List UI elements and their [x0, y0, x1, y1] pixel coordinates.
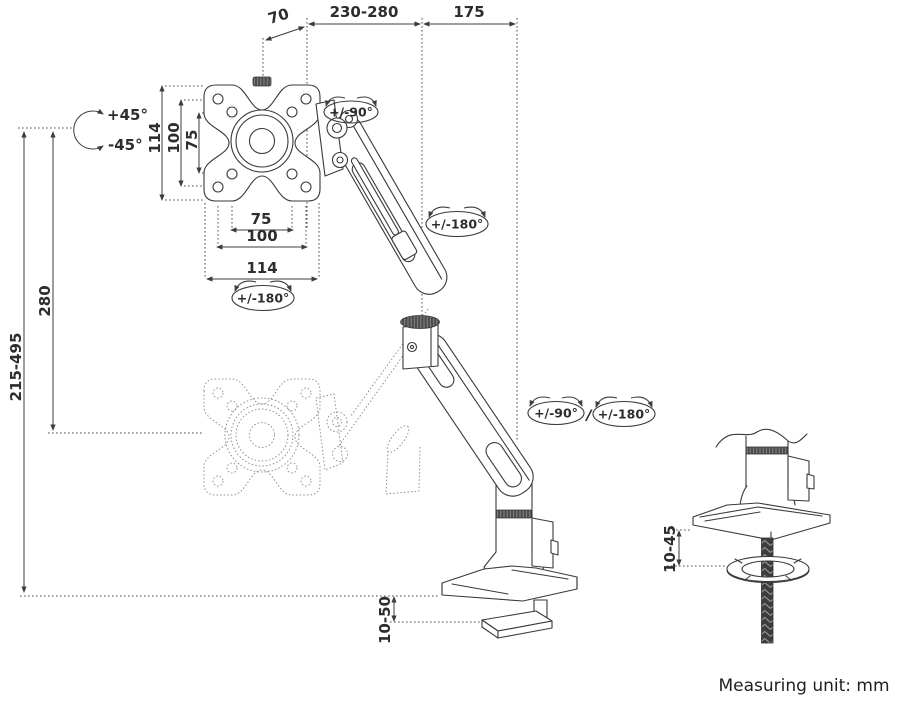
head-swivel-arrow-right [356, 96, 377, 107]
head-swivel-label: +/-90° [323, 96, 379, 124]
link-screw-center [409, 344, 415, 350]
pole-bracket-tab [550, 539, 559, 556]
upper-arm [328, 115, 448, 295]
base-rotation-text: +/-180° [598, 407, 651, 422]
dim-height-range: 215-495 [7, 333, 25, 402]
clamp-base-top [441, 565, 578, 602]
left-dimension-group: 215-495 280 +45° -45° [7, 106, 440, 597]
vesa-rotation-label: +/-180° [231, 280, 295, 312]
monitor-arm-assembly [203, 76, 578, 639]
dim-desk-clamp-range: 10-50 [376, 596, 394, 644]
ghost-pivot-lower [332, 446, 348, 462]
base-rotation-arrow-left [595, 396, 618, 408]
dim-vesa-plate-height: 114 [146, 122, 164, 153]
dim-lift-range: 280 [36, 285, 54, 316]
vesa-plate [203, 84, 321, 202]
base-swivel-text: +/-90° [534, 406, 578, 421]
ghost-link [385, 446, 421, 495]
gas-spring-adjuster [391, 230, 418, 260]
ghost-pivot-upper-hole [332, 417, 342, 427]
head-swivel-text: +/-90° [329, 105, 373, 120]
rotation-separator: / [585, 406, 594, 425]
head-pivot-main-hole [331, 122, 343, 134]
detail-side-bracket [787, 455, 810, 502]
dim-vesa-plate-width: 114 [246, 259, 277, 277]
dim-vesa-hole-width-75: 75 [251, 210, 272, 228]
vesa-rotation-text: +/-180° [237, 291, 290, 306]
elbow-rotation-arrow-right [463, 206, 486, 218]
pole-break-line [715, 428, 808, 448]
vesa-rotation-ellipse [231, 284, 295, 312]
detail-base-top [692, 502, 831, 541]
ghost-vesa-plate [203, 378, 321, 496]
clamp-foot-side [497, 620, 553, 639]
dim-rear-offset: 175 [453, 3, 484, 21]
dim-line-head-offset [265, 26, 305, 41]
ghost-knurl-ring [386, 425, 410, 453]
ghost-boss-ring [224, 397, 300, 473]
upper-arm-edge-line [349, 119, 443, 280]
detail-bracket-tab [806, 473, 815, 490]
dim-vesa-hole-height-75: 75 [183, 130, 201, 151]
elbow-knurl-ring [400, 315, 440, 329]
hand-wheel-rim [726, 558, 810, 584]
vesa-top-clip [252, 76, 272, 87]
head-swivel-arrow-left [325, 96, 346, 107]
elbow-rotation-ellipse [425, 210, 489, 238]
head-swivel-ellipse [323, 100, 379, 124]
head-pivot-lower-hole [336, 156, 344, 164]
base-swivel-arrow-right [561, 396, 583, 407]
vesa-rotation-arrow-left [234, 280, 257, 292]
dim-vesa-hole-width-100: 100 [246, 227, 277, 245]
desk-clamp-dimension: 10-50 [376, 596, 481, 644]
elbow-rotation-text: +/-180° [431, 217, 484, 232]
lower-arm-edge-line [432, 337, 530, 481]
tilt-up-label: +45° [107, 106, 148, 124]
dim-vesa-hole-height-100: 100 [165, 122, 183, 153]
elbow-rotation-label: +/-180° [425, 206, 489, 238]
base-rotation-ellipse [592, 400, 656, 428]
ghost-lowered-position [203, 308, 429, 496]
measuring-unit-note: Measuring unit: mm [718, 676, 889, 696]
grommet-mount-detail: 10-45 [661, 428, 831, 644]
base-swivel-arrow-left [529, 396, 551, 407]
vesa-dimension-group: 114 100 75 75 100 114 [146, 85, 320, 282]
ghost-head-bracket [315, 393, 344, 471]
rotation-labels: +/-90° +/-180° +/-180° +/-90° / +/-180° [231, 96, 656, 428]
clamp-base-edges [441, 569, 578, 596]
elbow-rotation-arrow-left [428, 206, 451, 218]
grommet-dim-ticks [664, 529, 726, 567]
vesa-rotation-arrow-right [269, 280, 292, 292]
tilt-arc-icon [73, 108, 104, 152]
pole-knurl-collar [495, 509, 533, 519]
threaded-rod [761, 537, 774, 644]
upper-arm-body [328, 115, 448, 295]
base-rotation-labels: +/-90° / +/-180° [527, 396, 656, 428]
vesa-horizontal-dim-ticks [204, 203, 320, 278]
lower-arm-slot-lower [485, 442, 523, 488]
tilt-down-label: -45° [108, 136, 143, 154]
detail-knurl-collar [745, 446, 789, 455]
base-rotation-arrow-right [630, 396, 653, 408]
base-swivel-ellipse [527, 400, 585, 426]
dim-head-offset: 70 [266, 5, 291, 28]
dim-grommet-range: 10-45 [661, 525, 679, 573]
dim-arm-reach: 230-280 [330, 3, 399, 21]
detail-pole [739, 435, 796, 506]
pole-side-bracket [531, 517, 554, 569]
ghost-pivot-upper [326, 411, 348, 433]
